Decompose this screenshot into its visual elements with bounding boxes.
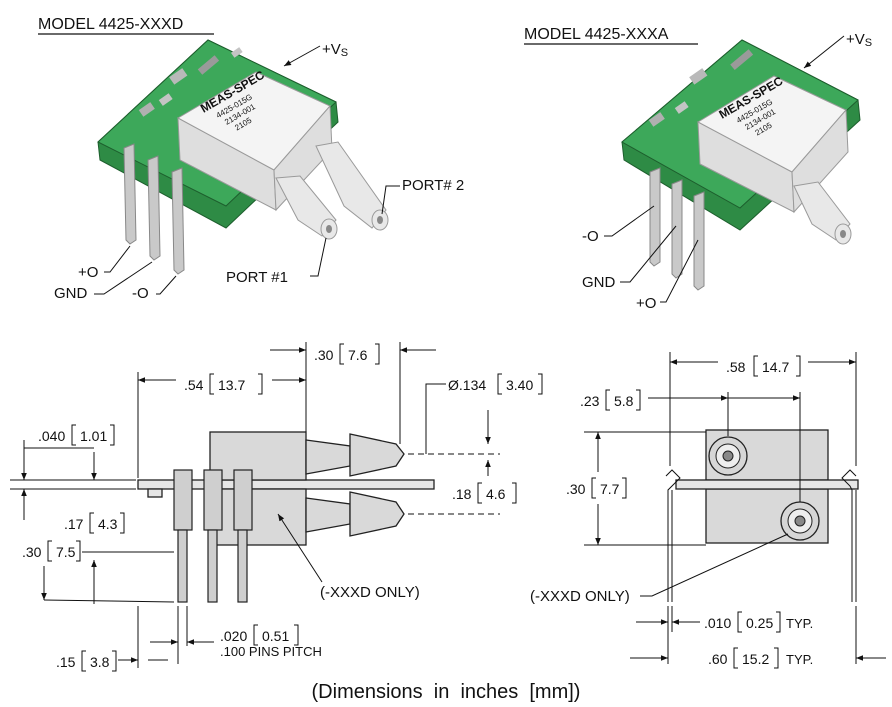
dim-dia: Ø.134 3.40: [448, 373, 543, 395]
caption: (Dimensions in inches [mm]): [312, 681, 581, 703]
dim-010-025: .010 0.25 TYP.: [704, 611, 813, 633]
model-xxxa-iso: MODEL 4425-XXXA MEAS-SPEC 4425-015G 2134…: [524, 26, 872, 312]
pins-pitch-note: .100 PINS PITCH: [220, 644, 322, 659]
svg-text:3.8: 3.8: [90, 654, 110, 670]
svg-text:.58: .58: [726, 359, 746, 375]
label-vs-xxxa: +VS: [846, 31, 872, 49]
svg-text:.17: .17: [64, 516, 84, 532]
svg-text:.23: .23: [580, 393, 600, 409]
svg-text:Ø.134: Ø.134: [448, 377, 486, 393]
label-minus-o-xxxa: -O: [582, 228, 599, 245]
label-gnd-xxxa: GND: [582, 274, 616, 291]
svg-text:.30: .30: [314, 347, 334, 363]
svg-text:.30: .30: [22, 544, 42, 560]
label-vs-xxxd: +VS: [322, 41, 348, 59]
xxxd-only-side: (-XXXD ONLY): [320, 584, 420, 601]
svg-text:.020: .020: [220, 628, 247, 644]
model-xxxd-title: MODEL 4425-XXXD: [38, 16, 183, 33]
svg-text:7.7: 7.7: [600, 481, 620, 497]
dim-040-101: .040 1.01: [38, 424, 115, 446]
svg-text:13.7: 13.7: [218, 377, 245, 393]
dim-30-75: .30 7.5: [22, 540, 81, 562]
dim-18-46: .18 4.6: [452, 482, 517, 504]
dim-54-137: .54 13.7: [184, 373, 263, 395]
dim-30-77: .30 7.7: [566, 477, 627, 499]
dim-020-051: .020 0.51: [220, 624, 299, 646]
svg-text:.30: .30: [566, 481, 586, 497]
label-minus-o-xxxd: -O: [132, 285, 149, 302]
label-port1: PORT #1: [226, 269, 288, 286]
xxxd-only-front: (-XXXD ONLY): [530, 588, 630, 605]
svg-text:.18: .18: [452, 486, 472, 502]
dim-23-58: .23 5.8: [580, 389, 641, 411]
model-xxxa-title: MODEL 4425-XXXA: [524, 26, 669, 43]
svg-text:.040: .040: [38, 428, 65, 444]
label-plus-o-xxxa: +O: [636, 295, 656, 312]
dim-17-43: .17 4.3: [64, 512, 125, 534]
svg-text:.60: .60: [708, 651, 728, 667]
dim-30-76: .30 7.6: [314, 343, 380, 365]
label-plus-o-xxxd: +O: [78, 264, 98, 281]
svg-text:4.3: 4.3: [98, 516, 118, 532]
label-gnd-xxxd: GND: [54, 285, 88, 302]
side-view: .30 7.6 .54 13.7 Ø.134 3.40 .: [10, 342, 543, 672]
svg-text:5.8: 5.8: [614, 393, 634, 409]
svg-text:1.01: 1.01: [80, 428, 107, 444]
svg-text:0.25: 0.25: [746, 615, 773, 631]
svg-text:.15: .15: [56, 654, 76, 670]
svg-text:7.5: 7.5: [56, 544, 76, 560]
svg-text:.54: .54: [184, 377, 204, 393]
svg-text:15.2: 15.2: [742, 651, 769, 667]
front-view: .58 14.7 .23 5.8 .30 7.7 (-XXXD ONLY): [530, 352, 886, 669]
svg-text:14.7: 14.7: [762, 359, 789, 375]
svg-text:7.6: 7.6: [348, 347, 368, 363]
dim-58-147: .58 14.7: [726, 355, 801, 377]
svg-text:0.51: 0.51: [262, 628, 289, 644]
svg-text:4.6: 4.6: [486, 486, 506, 502]
svg-text:TYP.: TYP.: [786, 616, 813, 631]
model-xxxd-iso: MODEL 4425-XXXD MEAS-SPEC 4425-015G 2134…: [38, 16, 464, 302]
dim-60-152: .60 15.2 TYP.: [708, 647, 813, 669]
svg-text:TYP.: TYP.: [786, 652, 813, 667]
label-port2: PORT# 2: [402, 177, 464, 194]
dim-15-38: .15 3.8: [56, 650, 117, 672]
svg-text:.010: .010: [704, 615, 731, 631]
svg-text:3.40: 3.40: [506, 377, 533, 393]
